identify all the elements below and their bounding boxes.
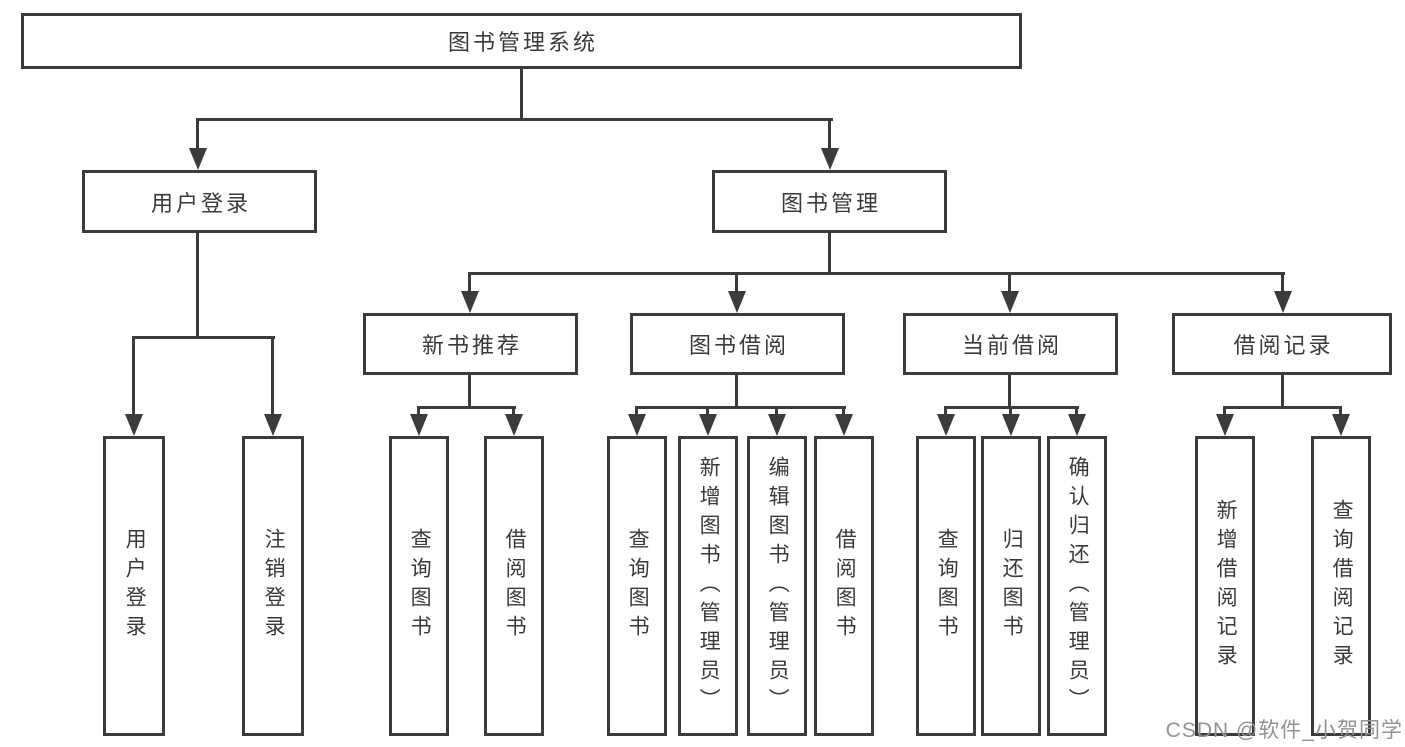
node-label: 图书管理 (780, 190, 881, 216)
leaf-logout-login: 注销登录 (242, 436, 304, 736)
arrow-down-icon (628, 414, 646, 436)
leaf-query-borrow-record: 查询借阅记录 (1311, 436, 1371, 736)
node-label: 新书推荐 (421, 333, 522, 358)
arrow-down-icon (264, 414, 282, 436)
node-book-management: 图书管理 (712, 170, 947, 233)
connector-line (196, 118, 199, 150)
connector-line (706, 406, 709, 416)
arrow-down-icon (699, 414, 717, 436)
connector-line (1281, 272, 1284, 293)
leaf-edit-books-admin: 编辑图书（管理员） (747, 436, 807, 736)
leaf-query-books-recommend: 查询图书 (389, 436, 449, 736)
connector-line (1008, 375, 1011, 408)
leaf-confirm-return-admin: 确认归还（管理员） (1047, 436, 1107, 736)
leaf-add-books-admin: 新增图书（管理员） (678, 436, 738, 736)
arrow-down-icon (768, 414, 786, 436)
node-label: 图书管理系统 (447, 30, 598, 55)
connector-line (417, 406, 516, 409)
connector-line (775, 406, 778, 416)
connector-line (1009, 406, 1012, 416)
arrow-down-icon (125, 414, 143, 436)
node-label: 确认归还（管理员） (1066, 455, 1090, 717)
watermark-text: CSDN @软件_小贺同学 (1165, 719, 1403, 742)
node-label: 查询图书 (935, 528, 959, 644)
node-label: 当前借阅 (961, 333, 1062, 358)
connector-line (842, 406, 845, 416)
connector-line (828, 233, 831, 274)
leaf-borrow-books-recommend: 借阅图书 (484, 436, 544, 736)
connector-line (468, 375, 471, 408)
connector-line (271, 336, 274, 416)
connector-line (735, 272, 738, 293)
node-label: 用户登录 (150, 190, 251, 216)
leaf-add-borrow-record: 新增借阅记录 (1195, 436, 1255, 736)
node-book-borrowing: 图书借阅 (630, 313, 845, 375)
connector-line (944, 406, 947, 416)
connector-line (1281, 375, 1284, 408)
node-label: 编辑图书（管理员） (766, 455, 790, 717)
arrow-down-icon (1332, 414, 1350, 436)
arrow-down-icon (505, 414, 523, 436)
connector-line (196, 118, 833, 121)
node-label: 借阅图书 (833, 528, 857, 644)
arrow-down-icon (1001, 291, 1019, 313)
connector-line (828, 118, 831, 150)
node-new-book-recommendation: 新书推荐 (363, 313, 578, 375)
node-borrowing-records: 借阅记录 (1172, 313, 1392, 375)
connector-line (1339, 406, 1342, 416)
connector-line (196, 233, 199, 336)
connector-line (512, 406, 515, 416)
connector-line (132, 336, 135, 416)
arrow-down-icon (461, 291, 479, 313)
arrow-down-icon (1002, 414, 1020, 436)
node-label: 查询借阅记录 (1330, 499, 1354, 673)
connector-line (1223, 406, 1226, 416)
leaf-return-books: 归还图书 (981, 436, 1041, 736)
connector-line (1008, 272, 1011, 293)
node-label: 查询图书 (626, 528, 650, 644)
node-label: 图书借阅 (688, 333, 789, 358)
leaf-user-login: 用户登录 (103, 436, 165, 736)
connector-line (417, 406, 420, 416)
node-label: 新增图书（管理员） (697, 455, 721, 717)
arrow-down-icon (1274, 291, 1292, 313)
node-label: 注销登录 (262, 528, 286, 644)
node-label: 借阅记录 (1233, 333, 1334, 358)
node-user-login: 用户登录 (82, 170, 317, 233)
node-label: 查询图书 (408, 528, 432, 644)
arrow-down-icon (937, 414, 955, 436)
arrow-down-icon (1216, 414, 1234, 436)
connector-line (635, 406, 638, 416)
connector-line (132, 336, 275, 339)
node-label: 用户登录 (123, 528, 147, 644)
connector-line (468, 272, 471, 293)
node-label: 新增借阅记录 (1214, 499, 1238, 673)
arrow-down-icon (728, 291, 746, 313)
node-current-borrowing: 当前借阅 (903, 313, 1118, 375)
arrow-down-icon (189, 148, 207, 170)
node-label: 归还图书 (1000, 528, 1024, 644)
arrow-down-icon (835, 414, 853, 436)
node-library-management-system: 图书管理系统 (21, 13, 1022, 69)
connector-line (635, 406, 846, 409)
connector-line (735, 375, 738, 408)
leaf-query-books-borrowing: 查询图书 (607, 436, 667, 736)
leaf-borrow-books-borrowing: 借阅图书 (814, 436, 874, 736)
connector-line (1223, 406, 1342, 409)
leaf-query-books-current: 查询图书 (916, 436, 976, 736)
arrow-down-icon (410, 414, 428, 436)
connector-line (520, 69, 523, 118)
connector-line (468, 272, 1285, 275)
connector-line (1075, 406, 1078, 416)
arrow-down-icon (821, 148, 839, 170)
node-label: 借阅图书 (503, 528, 527, 644)
arrow-down-icon (1068, 414, 1086, 436)
